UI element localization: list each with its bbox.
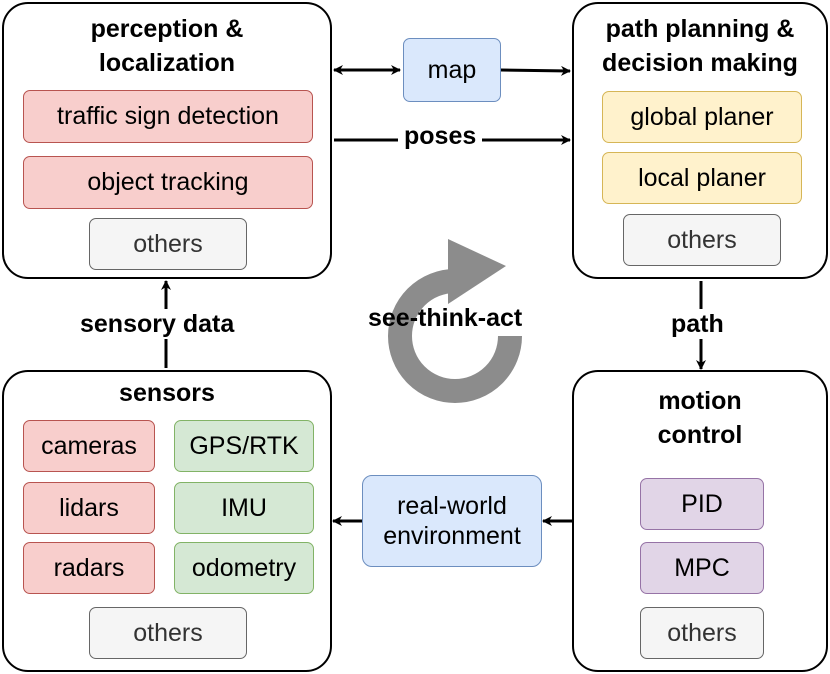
cameras-box: cameras	[23, 420, 155, 472]
cycle-arrowhead-icon	[448, 239, 506, 304]
perception-title: perception & localization	[90, 15, 244, 77]
perception-others-box: others	[89, 218, 247, 270]
map-planning-arrow	[500, 65, 571, 76]
motion-title: motion control	[657, 387, 743, 449]
motion-control-group: motion control PID MPC others	[572, 370, 828, 672]
real-world-environment-box: real-world environment	[362, 475, 542, 567]
path-planning-group: path planning & decision making global p…	[572, 2, 828, 279]
planning-others-box: others	[623, 214, 781, 266]
sensors-group: sensors cameras GPS/RTK lidars IMU radar…	[2, 370, 332, 672]
object-tracking-box: object tracking	[23, 156, 313, 209]
poses-label: poses	[398, 121, 483, 151]
cycle-arrow-icon	[388, 269, 522, 403]
pid-box: PID	[640, 478, 764, 530]
global-planer-box: global planer	[602, 91, 802, 143]
see-think-act-label: see-think-act	[368, 304, 523, 332]
sensors-others-box: others	[89, 607, 247, 659]
mpc-box: MPC	[640, 542, 764, 594]
imu-box: IMU	[174, 482, 314, 534]
sensory-data-label: sensory data	[76, 309, 239, 339]
gps-rtk-box: GPS/RTK	[174, 420, 314, 472]
planning-title: path planning & decision making	[602, 15, 798, 77]
odometry-box: odometry	[174, 542, 314, 594]
path-label: path	[669, 309, 726, 339]
map-box: map	[403, 38, 501, 102]
local-planer-box: local planer	[602, 152, 802, 204]
sensors-title: sensors	[119, 379, 215, 407]
motion-others-box: others	[640, 607, 764, 659]
perception-localization-group: perception & localization traffic sign d…	[2, 2, 332, 279]
lidars-box: lidars	[23, 482, 155, 534]
traffic-sign-detection-box: traffic sign detection	[23, 90, 313, 143]
radars-box: radars	[23, 542, 155, 594]
